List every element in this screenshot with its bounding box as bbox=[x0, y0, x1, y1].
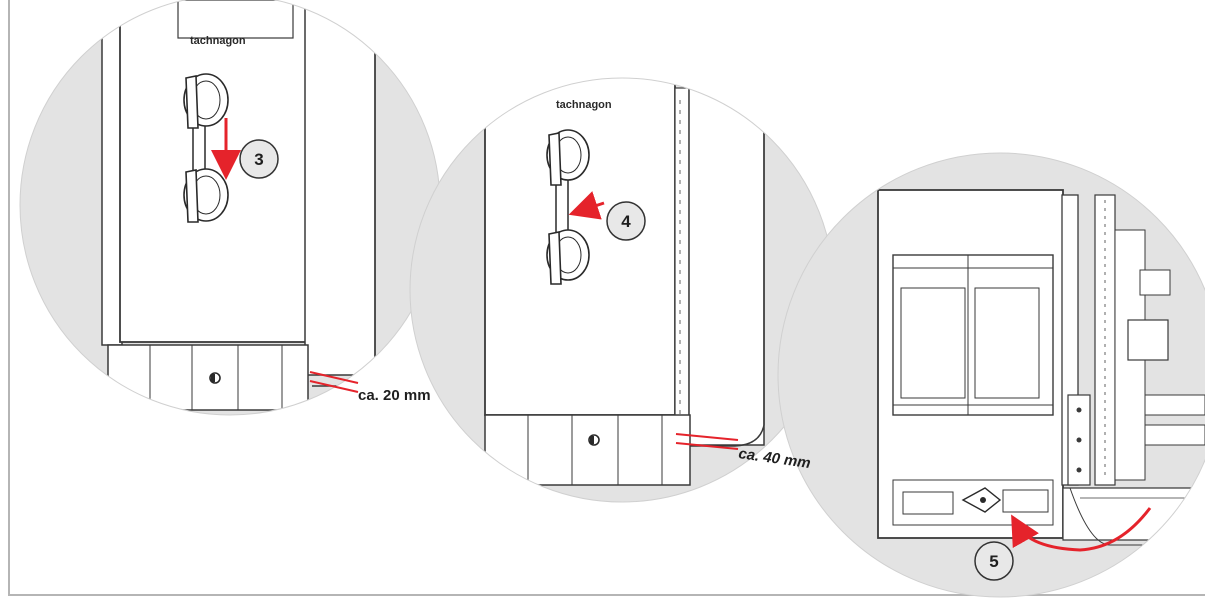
step-badge-5: 5 bbox=[974, 541, 1014, 581]
arrow-left-icon bbox=[568, 191, 605, 220]
frame-bottom-border bbox=[8, 594, 1205, 596]
step-badge-4: 4 bbox=[606, 201, 646, 241]
measurement-label-20mm: ca. 20 mm bbox=[358, 387, 431, 404]
gap-indicator-20mm bbox=[309, 371, 359, 393]
zoom-circle-step-4 bbox=[409, 77, 835, 503]
frame-left-border bbox=[8, 0, 10, 596]
brand-logo-text: tachnagon bbox=[556, 99, 612, 111]
brand-logo-text: tachnagon bbox=[190, 35, 246, 47]
step-number: 3 bbox=[254, 150, 263, 169]
step-number: 5 bbox=[989, 552, 998, 571]
suction-lifter-icon bbox=[546, 129, 590, 285]
zoom-circle-step-3 bbox=[19, 0, 441, 416]
step-badge-3: 3 bbox=[239, 139, 279, 179]
arrow-curve-icon bbox=[1011, 507, 1152, 552]
gap-indicator-40mm bbox=[675, 433, 739, 450]
step-number: 4 bbox=[621, 212, 631, 231]
zoom-circle-step-5 bbox=[777, 152, 1205, 598]
suction-lifter-icon bbox=[183, 73, 229, 223]
